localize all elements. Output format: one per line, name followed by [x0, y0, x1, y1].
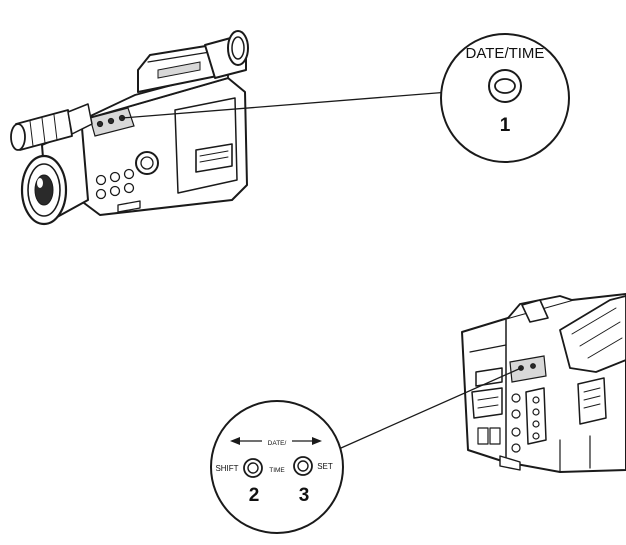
step-number-2: 2 — [249, 485, 260, 506]
step-number-3: 3 — [299, 485, 310, 506]
callout-top: DATE/TIME 1 — [440, 33, 570, 163]
callout-bottom: DATE/ TIME SHIFT 2 SET 3 — [210, 400, 344, 534]
set-button-icon — [293, 456, 313, 476]
date-time-button-icon — [488, 69, 522, 103]
set-label: SET — [317, 462, 333, 471]
camcorder-top-illustration — [10, 30, 249, 226]
group-label-line2: TIME — [269, 467, 285, 474]
shift-button-icon — [243, 458, 263, 478]
callout-bottom-circle — [210, 400, 344, 534]
callout-top-leader — [121, 91, 450, 119]
step-number-1: 1 — [500, 115, 511, 136]
camcorder-bottom-illustration — [461, 293, 626, 473]
callout-bottom-leader — [340, 367, 522, 449]
shift-label: SHIFT — [215, 464, 238, 473]
date-time-label: DATE/TIME — [466, 45, 545, 62]
group-label-line1: DATE/ — [268, 440, 287, 447]
